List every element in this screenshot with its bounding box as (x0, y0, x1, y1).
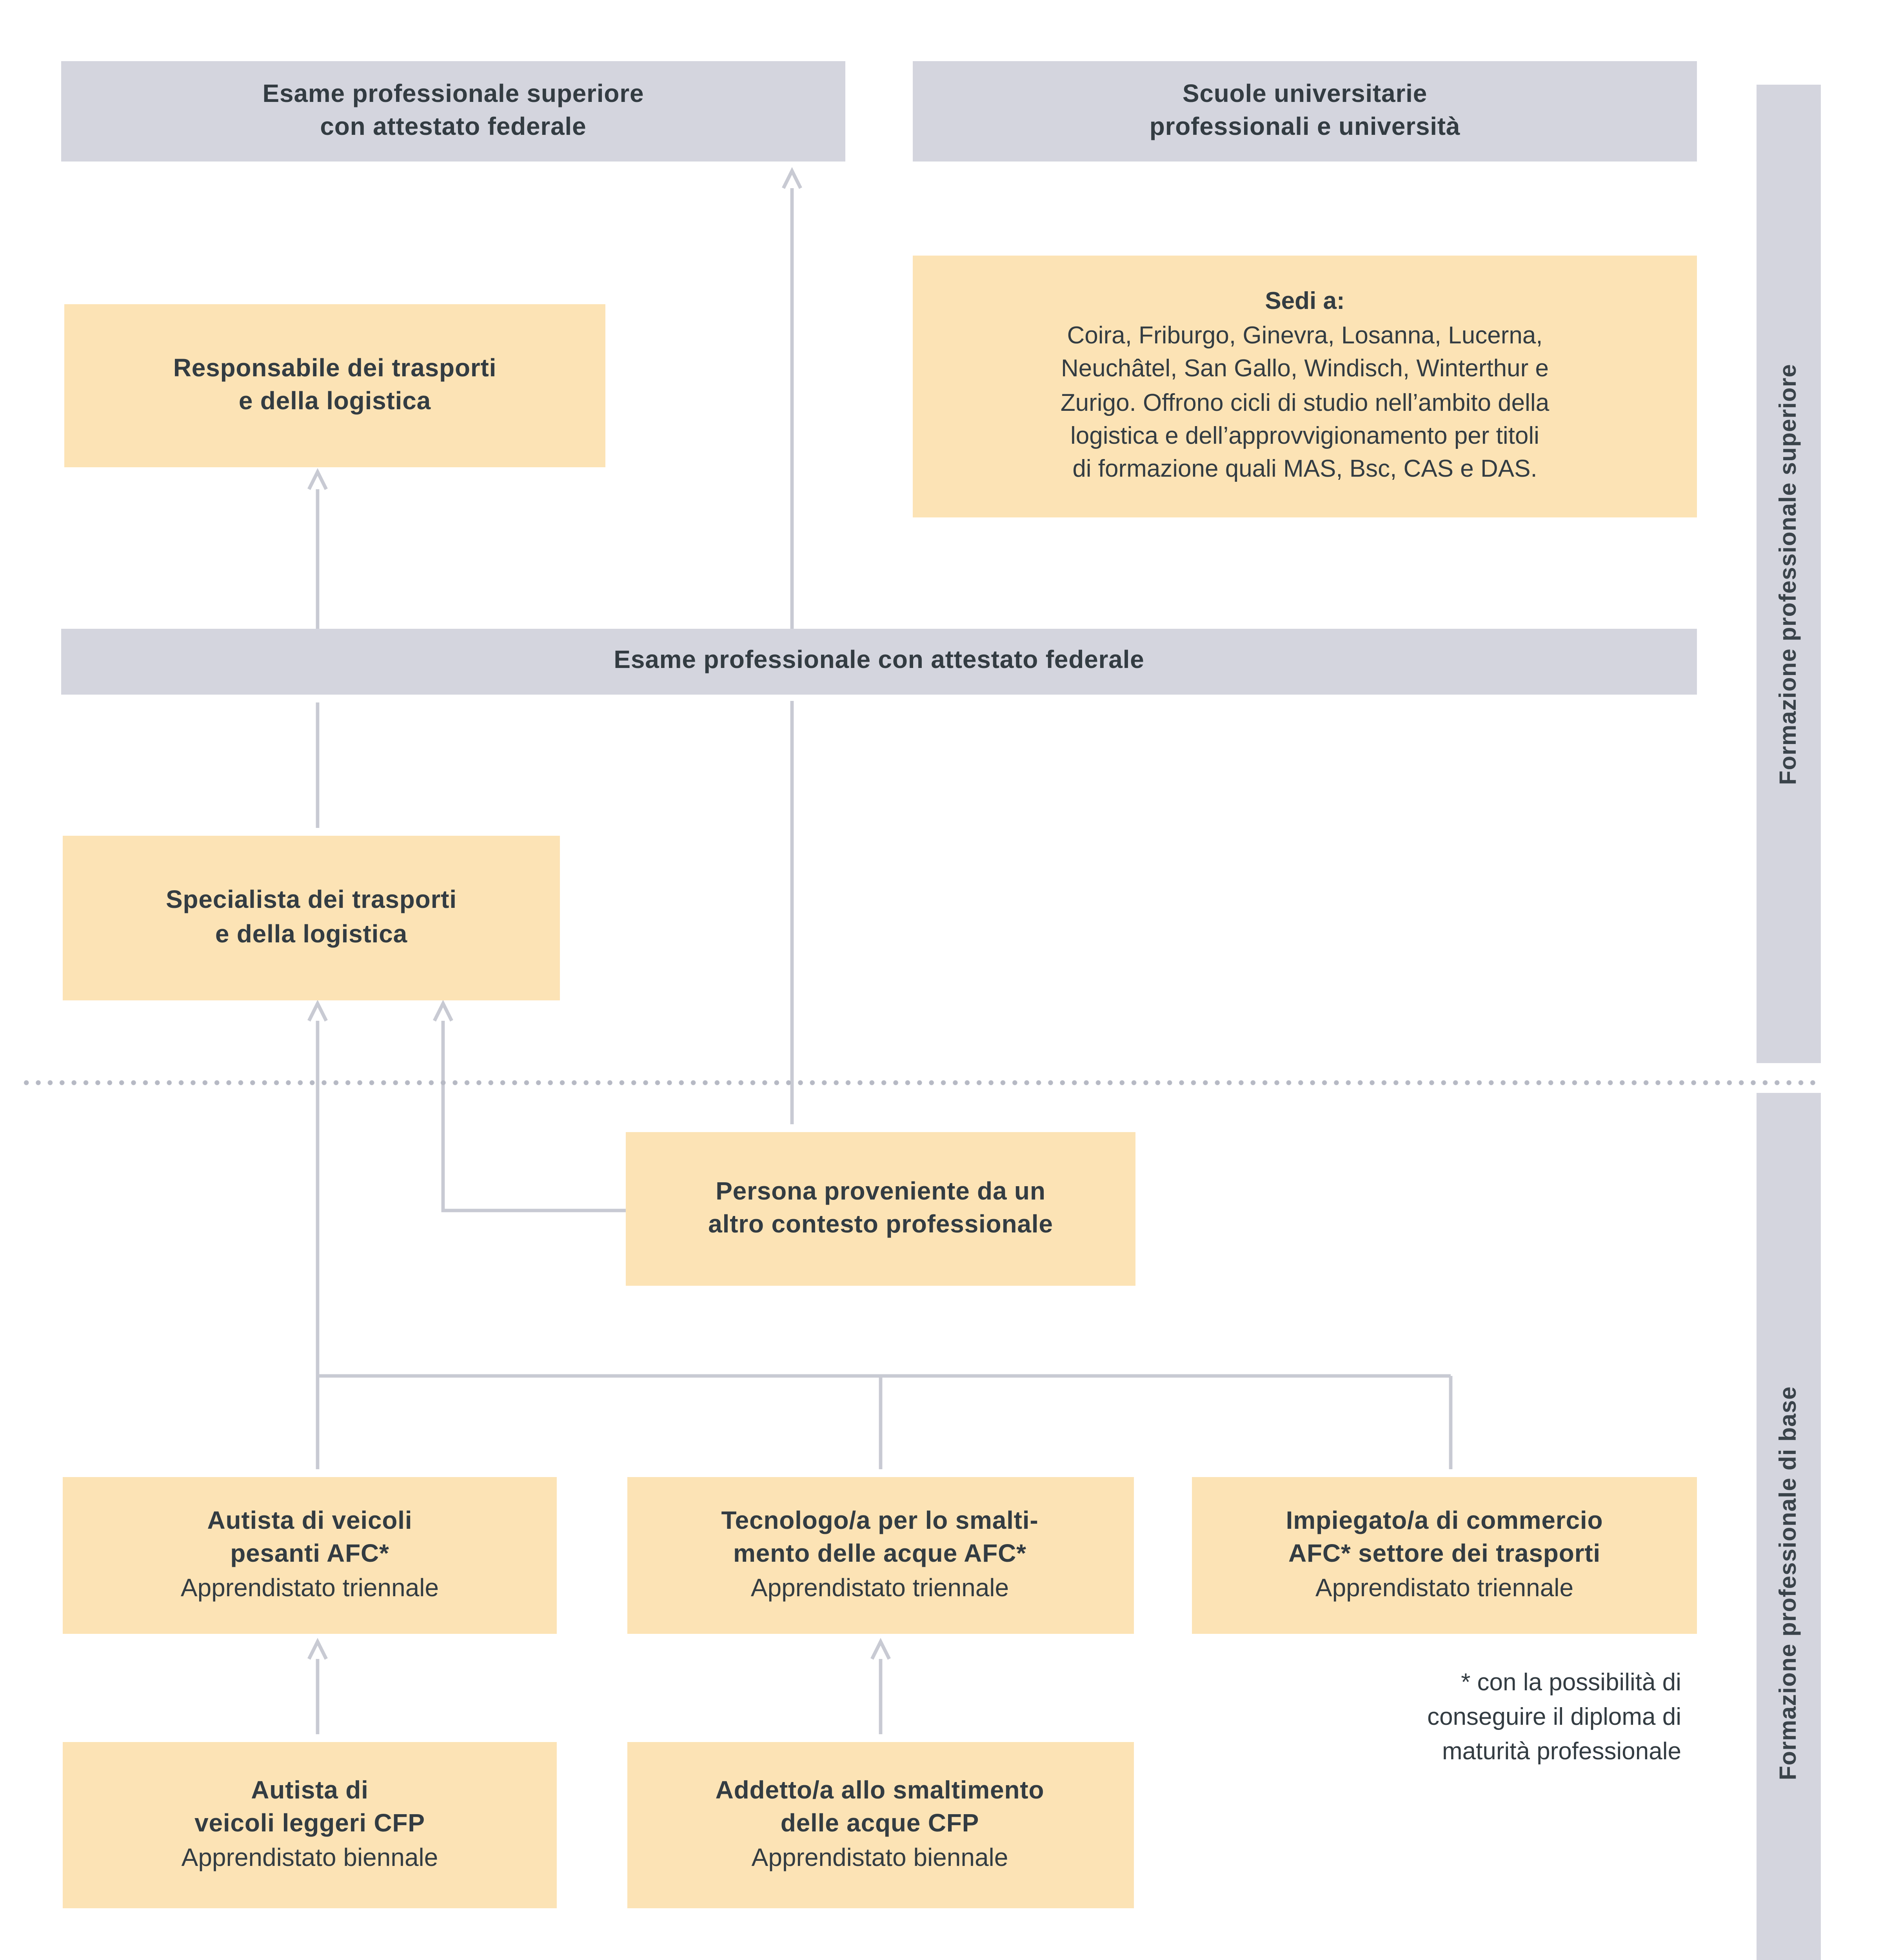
arrow-trunk-to-specialista (307, 1000, 328, 1376)
box-responsabile: Responsabile dei trasporti e della logis… (64, 304, 605, 467)
box-autista-pesanti-afc-subtitle: Apprendistato triennale (180, 1575, 439, 1602)
box-impiegato-commercio-afc-title: Impiegato/a di commercio AFC* settore de… (1286, 1509, 1603, 1569)
arrow-cfp2-to-afc2 (870, 1638, 891, 1734)
section-divider-dotted (20, 1079, 1819, 1087)
sidebar-formazione-base: Formazione professionale di base (1757, 1093, 1821, 1960)
box-impiegato-commercio-afc-subtitle: Apprendistato triennale (1315, 1575, 1574, 1602)
box-autista-pesanti-afc-title: Autista di veicoli pesanti AFC* (207, 1509, 412, 1569)
box-tecnologo-acque-afc-subtitle: Apprendistato triennale (750, 1575, 1009, 1602)
box-tecnologo-acque-afc: Tecnologo/a per lo smalti- mento delle a… (627, 1477, 1133, 1634)
box-tecnologo-acque-afc-title: Tecnologo/a per lo smalti- mento delle a… (721, 1509, 1039, 1569)
box-addetto-acque-cfp: Addetto/a allo smaltimento delle acque C… (627, 1742, 1133, 1908)
box-sedi-title: Sedi a: (1265, 289, 1345, 316)
box-specialista: Specialista dei trasporti e della logist… (63, 836, 560, 1000)
arrow-esame-to-esame-superiore (782, 167, 802, 1124)
box-sedi-body: Coira, Friburgo, Ginevra, Losanna, Lucer… (1060, 323, 1550, 483)
sidebar-formazione-superiore-label: Formazione professionale superiore (1775, 363, 1802, 785)
box-addetto-acque-cfp-subtitle: Apprendistato biennale (751, 1845, 1008, 1872)
box-sedi: Sedi a: Coira, Friburgo, Ginevra, Losann… (913, 256, 1697, 517)
box-scuole-universitarie-label: Scuole universitarie professionali e uni… (1149, 81, 1461, 141)
box-responsabile-label: Responsabile dei trasporti e della logis… (173, 356, 497, 416)
box-persona: Persona proveniente da un altro contesto… (626, 1132, 1135, 1286)
box-esame-professionale-superiore: Esame professionale superiore con attest… (61, 61, 845, 162)
sidebar-formazione-superiore: Formazione professionale superiore (1757, 85, 1821, 1063)
bar-esame-professionale-label: Esame professionale con attestato federa… (614, 648, 1144, 674)
arrow-esame-to-responsabile (307, 468, 328, 629)
box-addetto-acque-cfp-title: Addetto/a allo smaltimento delle acque C… (715, 1779, 1045, 1838)
box-specialista-label: Specialista dei trasporti e della logist… (165, 888, 457, 948)
bar-esame-professionale: Esame professionale con attestato federa… (61, 629, 1697, 695)
footnote-maturita: * con la possibilità di conseguire il di… (1427, 1670, 1681, 1766)
box-persona-label: Persona proveniente da un altro contesto… (708, 1179, 1053, 1239)
sidebar-formazione-base-label: Formazione professionale di base (1775, 1386, 1802, 1780)
box-autista-leggeri-cfp-title: Autista di veicoli leggeri CFP (194, 1779, 425, 1838)
box-esame-professionale-superiore-label: Esame professionale superiore con attest… (262, 81, 644, 141)
box-autista-leggeri-cfp-subtitle: Apprendistato biennale (181, 1845, 438, 1872)
arrow-persona-to-specialista (433, 1000, 626, 1212)
box-scuole-universitarie: Scuole universitarie professionali e uni… (913, 61, 1697, 162)
arrow-cfp1-to-afc1 (307, 1638, 328, 1734)
box-impiegato-commercio-afc: Impiegato/a di commercio AFC* settore de… (1192, 1477, 1697, 1634)
box-autista-leggeri-cfp: Autista di veicoli leggeri CFP Apprendis… (63, 1742, 557, 1908)
box-autista-pesanti-afc: Autista di veicoli pesanti AFC* Apprendi… (63, 1477, 557, 1634)
